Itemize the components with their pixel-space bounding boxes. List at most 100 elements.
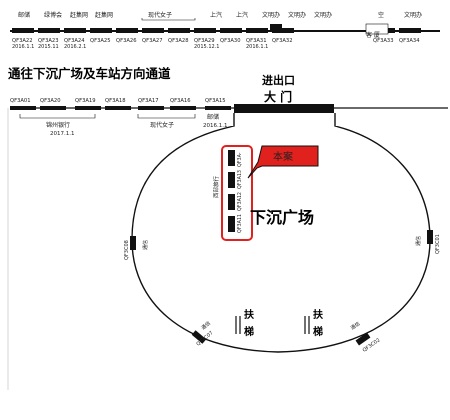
bottom-store-segment: [75, 106, 101, 110]
top-row-labels: 邮储绿博会赶集网赶集网现代女子上汽上汽文明办文明办文明办空文明办: [18, 11, 422, 19]
case-highlight-box: [221, 145, 253, 241]
top-store-code: QF3A29: [194, 38, 215, 44]
right-label: 通信: [415, 236, 422, 246]
top-bracket: [141, 18, 196, 21]
top-store-segment: [194, 28, 216, 33]
bottom-left-store-block: [191, 330, 207, 344]
top-row-dates: 2016.1.1 2015.11 2016.2.1 2015.12.1 2016.1.1: [12, 44, 268, 50]
top-store-code: QF3A26: [116, 38, 137, 44]
top-store-code: QF3A34: [399, 38, 420, 44]
entrance-gate: [234, 104, 334, 113]
top-store-label: 赶集网: [95, 11, 113, 19]
group-bracket-1: [19, 114, 96, 119]
entrance-line2: 大 门: [264, 89, 292, 104]
top-store-code: QF3A24: [64, 38, 85, 44]
top-store-code: QF3A30: [220, 38, 241, 44]
bottom-store-segment: [138, 106, 164, 110]
top-store-label: 上汽: [236, 11, 248, 19]
bottom-store-code: QF3A15: [205, 98, 226, 104]
case-store-code: QF3A-: [237, 152, 243, 167]
top-store-segment: [246, 28, 268, 33]
top-store-code: QF3A22: [12, 38, 33, 44]
top-store-segment: [399, 28, 421, 33]
top-store-segment: [64, 28, 86, 33]
top-store-code: QF3A23: [38, 38, 59, 44]
bottom-store-segment: [40, 106, 66, 110]
bottom-store-segment: [10, 106, 36, 110]
escalator-left-char-2: 梯: [244, 325, 254, 338]
top-store-date: 2016.1.1: [246, 44, 268, 50]
top-store-segment: [12, 28, 34, 33]
top-store-code: QF3A32: [272, 38, 293, 44]
group-bracket-2: [137, 114, 196, 119]
top-store-date: 2015.11: [38, 44, 59, 50]
plaza-outline: [131, 113, 431, 353]
top-store-code: QF3A28: [168, 38, 189, 44]
room-label: 客 厦: [366, 31, 380, 39]
escalator-left-char-1: 扶: [244, 308, 255, 321]
top-store-label: 文明办: [314, 11, 332, 19]
case-store-code: QF3A11: [237, 214, 243, 233]
bottom-store-code: QF3A20: [40, 98, 61, 104]
bottom-right-label: 通信: [349, 320, 361, 331]
top-store-segment: [90, 28, 112, 33]
top-row-segments: [12, 28, 421, 33]
top-store-code: QF3A27: [142, 38, 163, 44]
case-store-block: [228, 150, 235, 166]
group-date-1: 2017.1.1: [50, 131, 75, 137]
case-store-block: [228, 194, 235, 210]
top-store-segment: [168, 28, 190, 33]
passage-title: 通往下沉广场及车站方向通道: [8, 66, 171, 81]
top-store-code: QF3A31: [246, 38, 267, 44]
top-empty-box: [365, 23, 389, 35]
top-store-label: 绿博会: [44, 11, 62, 19]
plaza-title: 下沉广场: [250, 208, 314, 227]
case-store-block: [228, 216, 235, 232]
top-store-date: 2015.12.1: [194, 44, 219, 50]
top-store-label: 空: [378, 11, 384, 19]
bottom-store-code: QF3A18: [105, 98, 126, 104]
bottom-store-code: QF3A17: [138, 98, 159, 104]
group-label-1: 锦州银行: [46, 121, 70, 129]
top-store-label: 上汽: [210, 11, 222, 19]
bottom-right-store-block: [355, 332, 371, 346]
top-store-date: 2016.2.1: [64, 44, 86, 50]
bottom-row-segments: [10, 106, 231, 110]
left-label: 通信: [142, 240, 149, 250]
top-store-label: 文明办: [262, 11, 280, 19]
top-store-code: QF3A33: [373, 38, 394, 44]
case-callout: [247, 145, 319, 179]
entrance-line1: 进出口: [262, 73, 295, 87]
case-store-code: QF3A13: [237, 170, 243, 189]
top-store-segment: [38, 28, 60, 33]
bottom-store-segment: [205, 106, 231, 110]
case-label: 本案: [273, 150, 293, 163]
top-store-segment: [116, 28, 138, 33]
top-store-segment: [142, 28, 164, 33]
top-store-label: 现代女子: [148, 11, 172, 19]
top-store-label: 赶集网: [70, 11, 88, 19]
top-store-code: QF3A25: [90, 38, 111, 44]
group-date-3: 2016.1.1: [203, 123, 228, 129]
bottom-store-code: QF3A19: [75, 98, 96, 104]
case-side-text: 西部旅行: [212, 175, 220, 198]
right-store-block: [427, 230, 433, 244]
bottom-store-code: QF3A01: [10, 98, 31, 104]
bottom-left-label: 通信: [200, 320, 212, 332]
top-row-codes: QF3A22 QF3A23 QF3A24 QF3A25 QF3A26 QF3A27 QF3A…: [12, 38, 420, 44]
group-label-2: 现代女子: [150, 121, 174, 129]
top-dark-block: [270, 24, 282, 32]
left-code: QF3C08: [124, 240, 130, 260]
top-store-label: 文明办: [288, 11, 306, 19]
escalator-right-char-1: 扶: [313, 308, 324, 321]
case-store-block: [228, 172, 235, 188]
right-code: QF3C01: [435, 234, 441, 254]
bottom-store-segment: [105, 106, 131, 110]
top-store-segment: [220, 28, 242, 33]
group-label-3: 邮储: [207, 113, 219, 121]
top-store-date: 2016.1.1: [12, 44, 34, 50]
